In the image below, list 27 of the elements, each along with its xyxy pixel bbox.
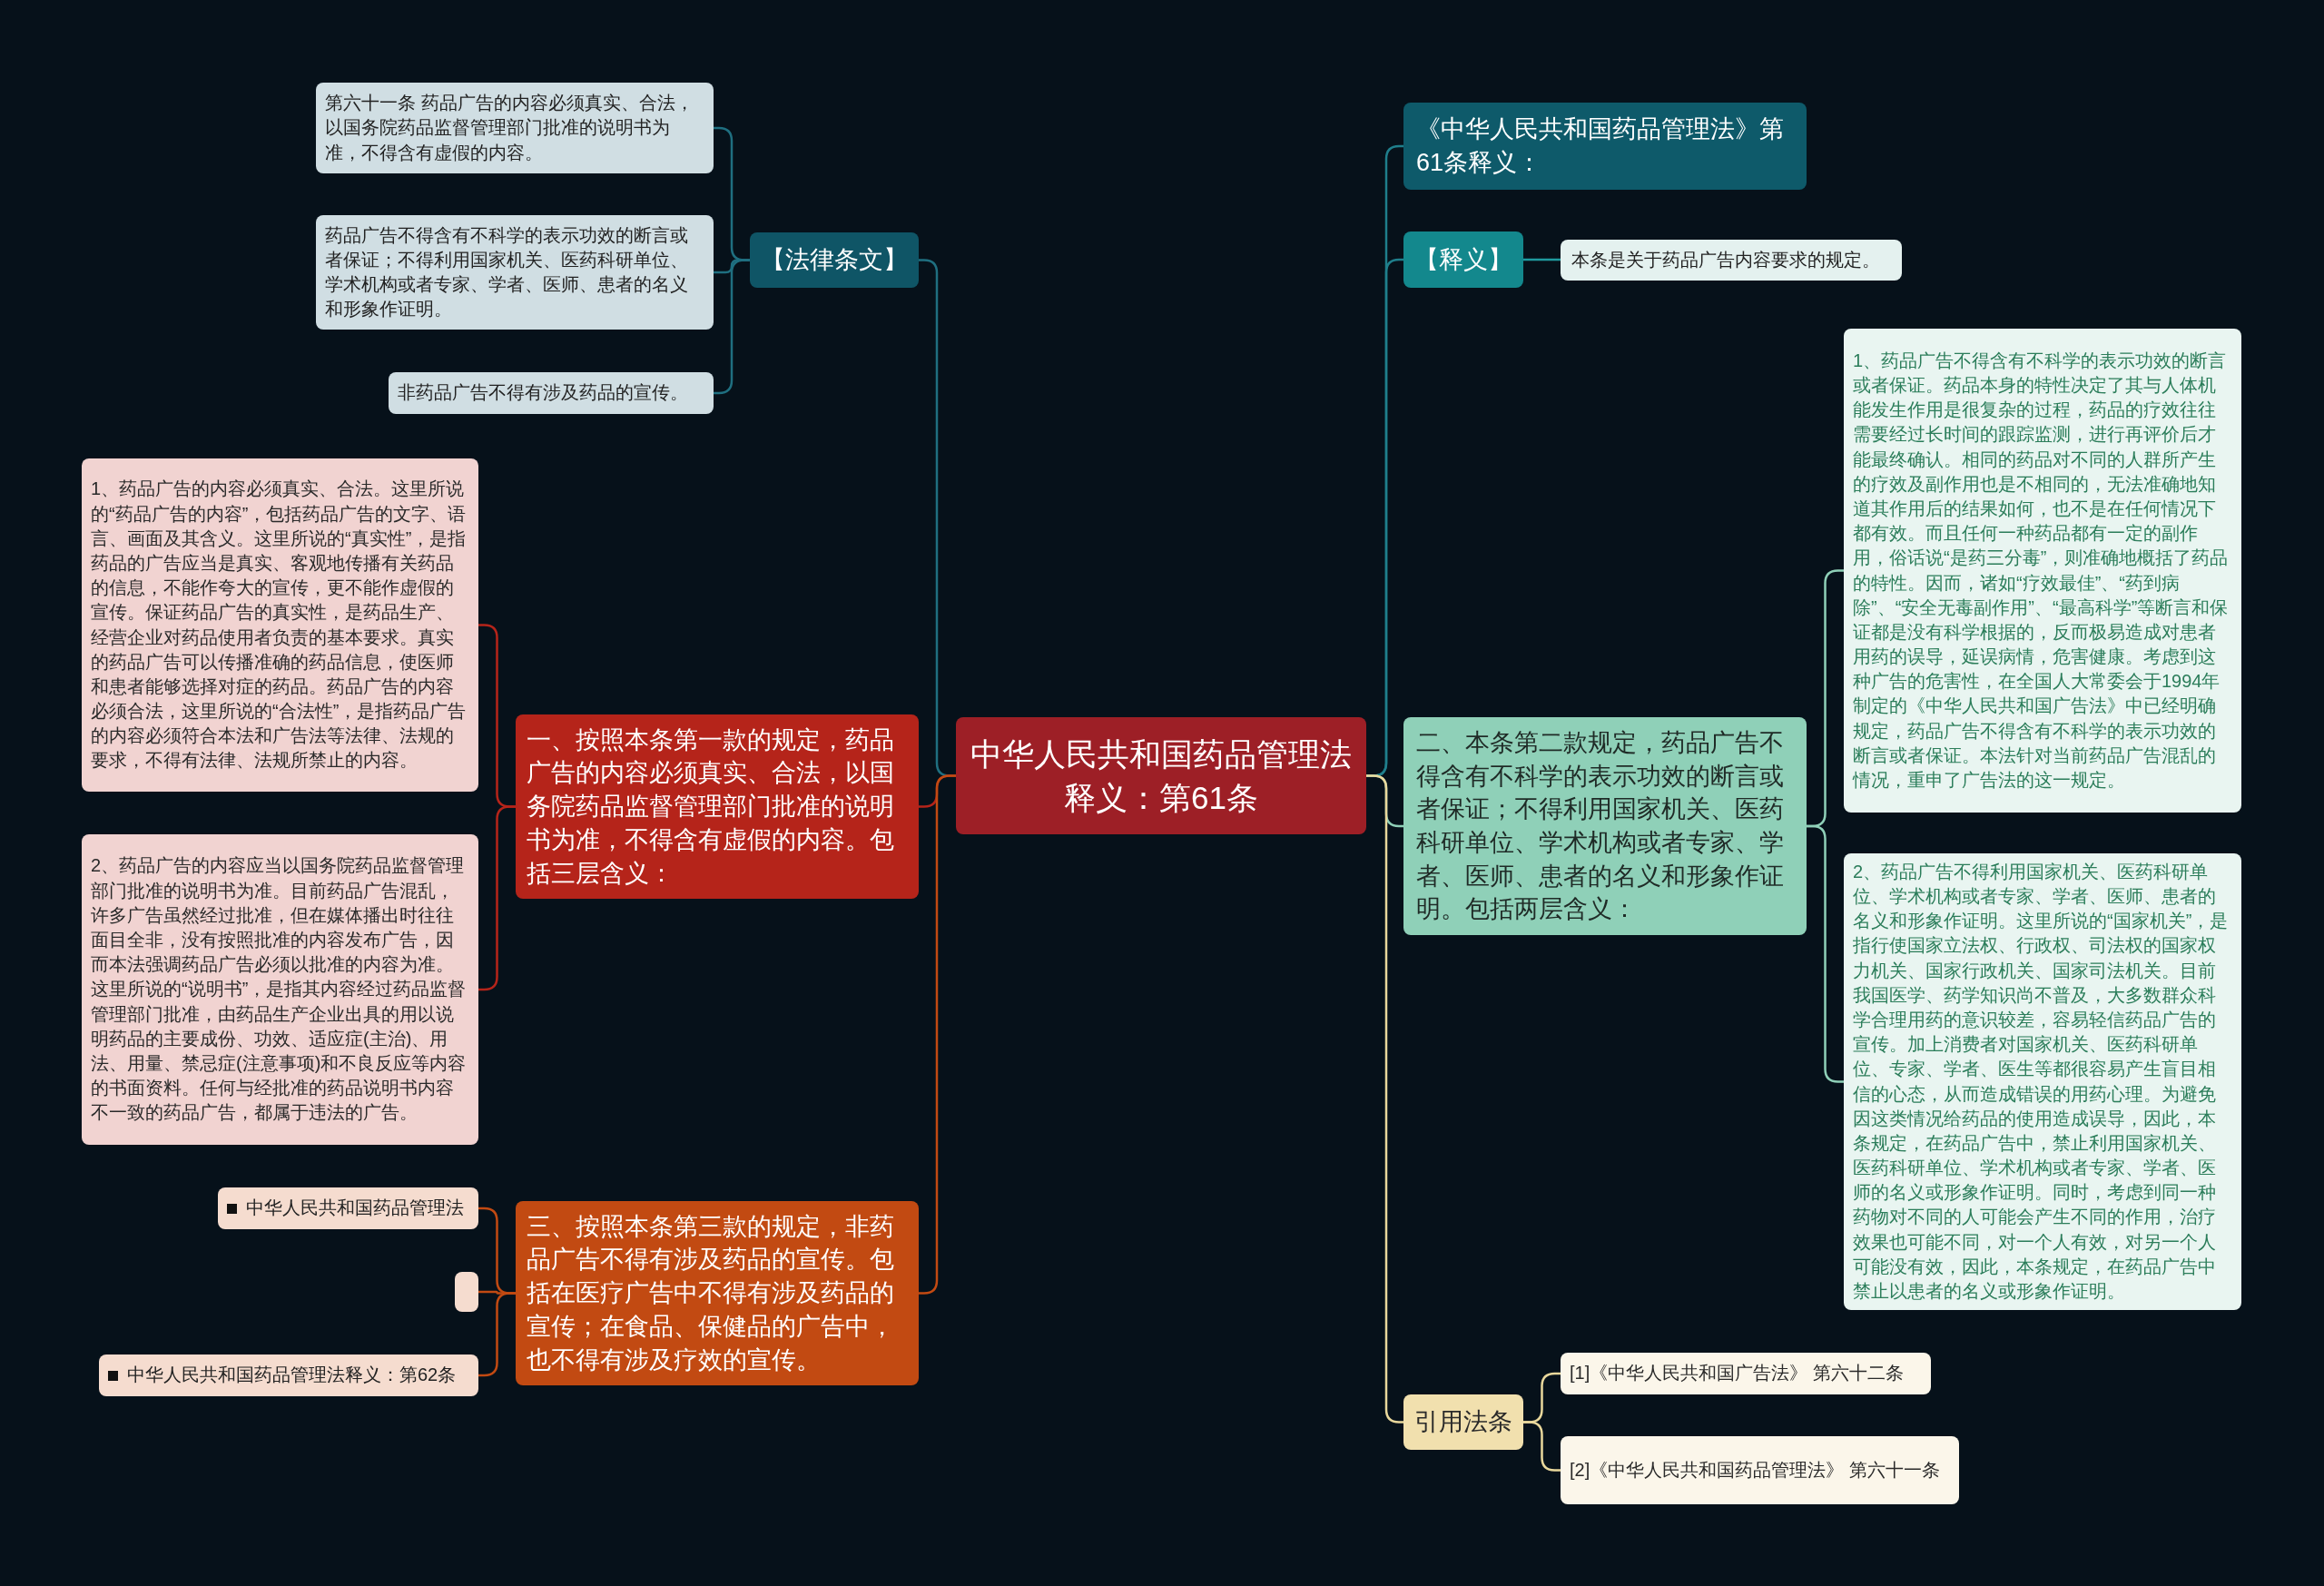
reference-box: [2]《中华人民共和国药品管理法》 第六十一条 [1561, 1436, 1959, 1504]
note-box: 第六十一条 药品广告的内容必须真实、合法，以国务院药品监督管理部门批准的说明书为准，不得含有虚假的内容。 [316, 83, 714, 173]
central-topic-box: 中华人民共和国药品管理法释义：第61条 [956, 717, 1366, 834]
reference-box: [1]《中华人民共和国广告法》 第六十二条 [1561, 1353, 1931, 1394]
item-text: 中华人民共和国药品管理法 [246, 1197, 464, 1220]
topic-box: 二、本条第二款规定，药品广告不得含有不科学的表示功效的断言或者保证；不得利用国家机关、医药科研单位、学术机构或者专家、学者、医师、患者的名义和形象作证明。包括两层含义： [1403, 717, 1807, 935]
topic-box: 【释义】 [1403, 231, 1523, 288]
item-text: 中华人民共和国药品管理法释义：第62条 [127, 1364, 457, 1387]
connector-line [478, 1292, 516, 1377]
topic-box: 【法律条文】 [750, 232, 919, 288]
connector-line [1523, 258, 1561, 261]
list-item-box [218, 1187, 478, 1229]
topic-box: 引用法条 [1403, 1394, 1523, 1450]
topic-box: 三、按照本条第三款的规定，非药品广告不得有涉及药品的宣传。包括在医疗广告中不得有涉及药品的宣传；在食品、保健品的广告中，也不得有涉及疗效的宣传。 [516, 1201, 919, 1385]
note-box: 2、药品广告不得利用国家机关、医药科研单位、学术机构或者专家、学者、医师、患者的名义和形象作证明。这里所说的“国家机关”，是指行使国家立法权、行政权、司法权的国家权力机关、国家行政机关、国家司法机关。目前我国医学、药学知识尚不普及，大多数群众科学合理用药的意识较差，容易轻信药品广告的宣传。加上消费者对国家机关、医药科研单位、专家、学者、医生等都很容易产生盲目相信的心态，从而造成错误的用药心理。为避免因这类情况给药品的使用造成误导，因此，本条规定，在药品广告中，禁止利用国家机关、医药科研单位、学术机构或者专家、学者、医师的名义或形象作证明。同时，考虑到同一种药物对不同的人可能会产生不同的作用，治疗效果也可能不同，对一个人有效，对另一个人可能没有效，因此，本条规定，在药品广告中禁止以患者的名义或形象作证明。 [1844, 853, 2241, 1310]
connector-line [1807, 824, 1844, 1083]
note-box: 2、药品广告的内容应当以国务院药品监督管理部门批准的说明书为准。目前药品广告混乱，许多广告虽然经过批准，但在媒体播出时往往面目全非，没有按照批准的内容发布广告，因而本法强调药品广告必须以批准的内容为准。这里所说的“说明书”，是指其内容经过药品监督管理部门批准，由药品生产企业出具的用以说明药品的主要成份、功效、适应症(主治)、用法、用量、禁忌症(注意事项)和不良反应等内容的书面资料。任何与经批准的药品说明书内容不一致的药品广告，都属于违法的广告。 [82, 834, 478, 1145]
topic-box: 一、按照本条第一款的规定，药品广告的内容必须真实、合法，以国务院药品监督管理部门批准的说明书为准，不得含有虚假的内容。包括三层含义： [516, 714, 919, 899]
topic-box: 《中华人民共和国药品管理法》第61条释义： [1403, 103, 1807, 190]
note-box: 非药品广告不得有涉及药品的宣传。 [389, 372, 714, 414]
note-box: 药品广告不得含有不科学的表示功效的断言或者保证；不得利用国家机关、医药科研单位、学术机构或者专家、学者、医师、患者的名义和形象作证明。 [316, 215, 714, 330]
note-box: 本条是关于药品广告内容要求的规定。 [1561, 240, 1902, 281]
empty-box [455, 1272, 478, 1312]
connector-line [478, 805, 516, 991]
list-item-box [99, 1355, 478, 1396]
note-box: 1、药品广告不得含有不科学的表示功效的断言或者保证。药品本身的特性决定了其与人体机能发生作用是很复杂的过程，药品的疗效往往需要经过长时间的跟踪监测，进行再评价后才能最终确认。相同的药品对不同的人群所产生的疗效及副作用也是不相同的，无法准确地知道其作用后的结果如何，也不是在任何情况下都有效。而且任何一种药品都有一定的副作用，俗话说“是药三分毒”，则准确地概括了药品的特性。因而，诸如“疗效最佳”、“药到病除”、“安全无毒副作用”、“最高科学”等断言和保证都是没有科学根据的，反而极易造成对患者用药的误导，延误病情，危害健康。考虑到这种广告的危害性，在全国人大常委会于1994年制定的《中华人民共和国广告法》中已经明确规定，药品广告不得含有不科学的表示功效的断言或者保证。本法针对当前药品广告混乱的情况，重申了广告法的这一规定。 [1844, 329, 2241, 813]
note-box: 1、药品广告的内容必须真实、合法。这里所说的“药品广告的内容”，包括药品广告的文字、语言、画面及其含义。这里所说的“真实性”，是指药品的广告应当是真实、客观地传播有关药品的信息，不能作夸大的宣传，更不能作虚假的宣传。保证药品广告的真实性，是药品生产、经营企业对药品使用者负责的基本要求。真实的药品广告可以传播准确的药品信息，使医师和患者能够选择对症的药品。药品广告的内容必须合法，这里所说的“合法性”，是指药品广告的内容必须符合本法和广告法等法律、法规的要求，不得有法律、法规所禁止的内容。 [82, 458, 478, 792]
